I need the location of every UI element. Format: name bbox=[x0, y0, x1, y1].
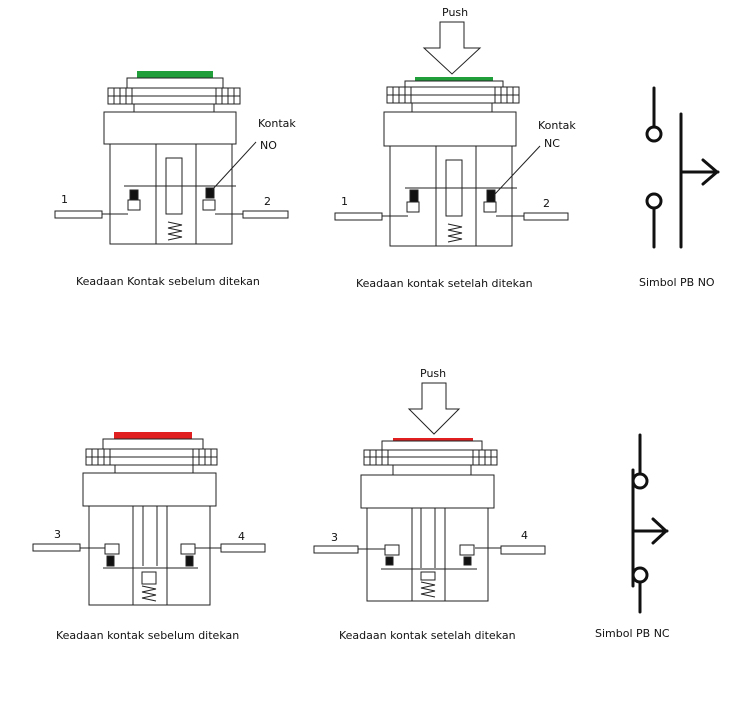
terminal-1 bbox=[54, 210, 103, 219]
push-label: Push bbox=[442, 6, 468, 19]
terminal-top bbox=[645, 125, 663, 143]
screw-left bbox=[384, 544, 400, 556]
terminal-bottom bbox=[645, 192, 663, 210]
terminal-4 bbox=[500, 545, 546, 555]
screw-left bbox=[406, 201, 420, 213]
plunger-guide bbox=[435, 146, 477, 246]
caption-symbol-pb-nc: Simbol PB NC bbox=[595, 627, 670, 640]
return-spring bbox=[420, 581, 436, 598]
panel-no-before bbox=[54, 71, 289, 245]
terminal-4 bbox=[220, 543, 266, 553]
plunger-guide bbox=[411, 508, 446, 601]
button-collar bbox=[404, 80, 504, 88]
screw-right bbox=[459, 544, 475, 556]
button-collar bbox=[126, 77, 224, 89]
terminal-number: 4 bbox=[521, 529, 528, 542]
push-label: Push bbox=[420, 367, 446, 380]
contact-left bbox=[129, 189, 139, 201]
threaded-ring bbox=[363, 449, 498, 466]
terminal-bottom bbox=[631, 566, 649, 584]
terminal-number: 3 bbox=[54, 528, 61, 541]
body-top bbox=[82, 472, 217, 507]
contact-right bbox=[205, 187, 215, 199]
caption-symbol-pb-no: Simbol PB NO bbox=[639, 276, 715, 289]
contact-type-label: NC bbox=[544, 137, 560, 150]
lock-nut bbox=[411, 102, 493, 113]
threaded-ring bbox=[386, 86, 520, 104]
terminal-number: 2 bbox=[264, 195, 271, 208]
kontak-pointer bbox=[494, 145, 541, 195]
kontak-label: Kontak bbox=[258, 117, 296, 130]
terminal-3 bbox=[313, 545, 359, 554]
plunger-guide bbox=[155, 144, 197, 244]
terminal-number: 2 bbox=[543, 197, 550, 210]
symbol-pb-nc bbox=[631, 433, 669, 614]
contact-right bbox=[185, 555, 194, 567]
terminal-2 bbox=[242, 210, 289, 219]
threaded-ring bbox=[107, 87, 241, 105]
plunger bbox=[141, 571, 157, 585]
caption-nc-before: Keadaan kontak sebelum ditekan bbox=[56, 629, 239, 642]
caption-no-before: Keadaan Kontak sebelum ditekan bbox=[76, 275, 260, 288]
kontak-label: Kontak bbox=[538, 119, 576, 132]
body-top bbox=[360, 474, 495, 509]
caption-nc-after: Keadaan kontak setelah ditekan bbox=[339, 629, 516, 642]
kontak-pointer bbox=[211, 141, 257, 191]
terminal-number: 1 bbox=[341, 195, 348, 208]
contact-type-label: NO bbox=[260, 139, 277, 152]
body-top bbox=[103, 111, 237, 145]
terminal-top bbox=[631, 472, 649, 490]
caption-no-after: Keadaan kontak setelah ditekan bbox=[356, 277, 533, 290]
screw-left bbox=[104, 543, 120, 555]
contact-left bbox=[106, 555, 115, 567]
panel-nc-after bbox=[313, 382, 546, 602]
terminal-1 bbox=[334, 212, 383, 221]
terminal-2 bbox=[523, 212, 569, 221]
panel-nc-before bbox=[32, 432, 266, 606]
return-spring bbox=[447, 223, 463, 243]
terminal-3 bbox=[32, 543, 81, 552]
symbol-pb-no bbox=[645, 86, 720, 249]
panel-no-after bbox=[334, 21, 569, 247]
actuator-arrow bbox=[651, 517, 669, 545]
contact-right bbox=[486, 189, 496, 203]
button-collar bbox=[381, 440, 483, 451]
actuator-cap bbox=[114, 432, 192, 439]
threaded-ring bbox=[85, 448, 218, 466]
screw-left bbox=[127, 199, 141, 211]
actuator-cap bbox=[415, 77, 493, 81]
return-spring bbox=[141, 585, 157, 602]
button-collar bbox=[102, 438, 204, 450]
push-arrow bbox=[407, 382, 461, 435]
plunger-guide bbox=[132, 506, 168, 605]
actuator-cap bbox=[137, 71, 213, 78]
terminal-number: 1 bbox=[61, 193, 68, 206]
return-spring bbox=[167, 221, 183, 241]
actuator-arrow bbox=[701, 158, 720, 186]
lock-nut bbox=[114, 464, 194, 474]
body-top bbox=[383, 111, 517, 147]
plunger bbox=[420, 571, 436, 581]
screw-right bbox=[180, 543, 196, 555]
terminal-number: 3 bbox=[331, 531, 338, 544]
lock-nut bbox=[133, 103, 215, 113]
screw-right bbox=[483, 201, 497, 213]
push-arrow bbox=[422, 21, 482, 75]
contact-left bbox=[385, 556, 394, 566]
actuator-cap bbox=[393, 438, 473, 441]
contact-right bbox=[463, 556, 472, 566]
terminal-number: 4 bbox=[238, 530, 245, 543]
contact-left bbox=[409, 189, 419, 203]
lock-nut bbox=[392, 464, 472, 476]
screw-right bbox=[202, 199, 216, 211]
